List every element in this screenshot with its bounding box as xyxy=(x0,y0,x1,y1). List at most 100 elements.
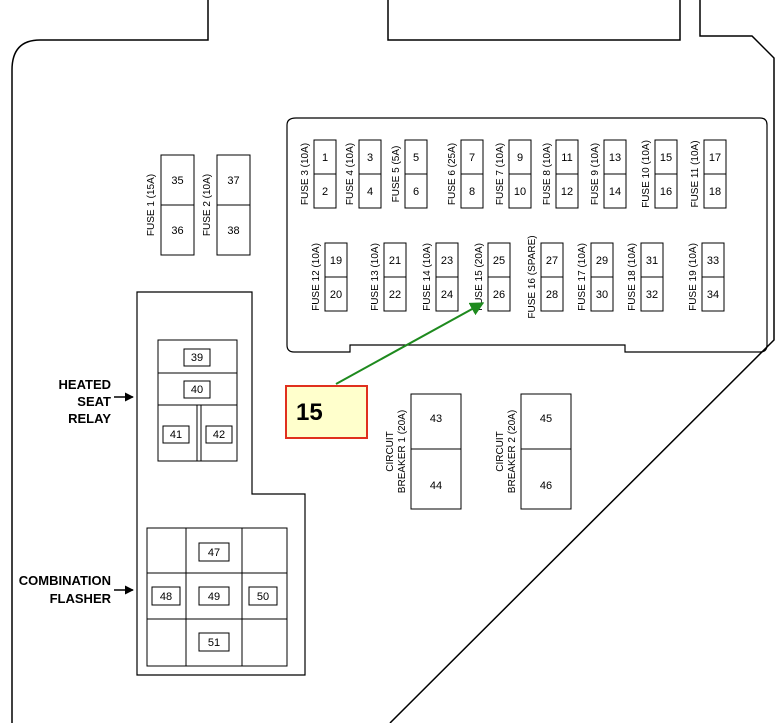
fuse-upper-6: 13 14 FUSE 9 (10A) xyxy=(590,139,627,209)
fuse-terminal: 13 xyxy=(609,152,621,164)
flasher-terminal-51: 51 xyxy=(208,637,220,649)
breaker-terminal: 43 xyxy=(430,413,442,425)
breaker-terminal: 44 xyxy=(430,480,442,492)
fuse-terminal: 4 xyxy=(367,186,373,198)
fuse-terminal: 16 xyxy=(660,186,672,198)
fuse-terminal: 1 xyxy=(322,152,328,164)
fuse-label: FUSE 16 (SPARE) xyxy=(527,235,538,318)
relay-terminal-39: 39 xyxy=(191,352,203,364)
flasher-terminal-49: 49 xyxy=(208,591,220,603)
callout-text: 15 xyxy=(296,399,323,426)
fuse-upper-4: 9 10 FUSE 7 (10A) xyxy=(495,139,532,209)
combination-flasher-label: COMBINATION FLASHER xyxy=(19,573,134,606)
combination-flasher: 47 48 49 50 51 xyxy=(146,527,288,667)
fuse-label: FUSE 9 (10A) xyxy=(590,143,601,205)
fuse-terminal: 3 xyxy=(367,152,373,164)
fuse-label: FUSE 17 (10A) xyxy=(577,243,588,311)
fuse-terminal: 34 xyxy=(707,289,719,301)
fuse-terminal: 17 xyxy=(709,152,721,164)
fuse-label: FUSE 12 (10A) xyxy=(311,243,322,311)
fuse-panel-outline xyxy=(286,117,768,353)
fuse-label: FUSE 14 (10A) xyxy=(422,243,433,311)
fuse-upper-8: 17 18 FUSE 11 (10A) xyxy=(690,139,727,209)
fuse-upper-3: 7 8 FUSE 6 (25A) xyxy=(447,139,484,209)
fuse-terminal: 38 xyxy=(227,225,239,237)
fuse-label: FUSE 10 (10A) xyxy=(641,140,652,208)
heated-seat-label-line2: SEAT xyxy=(77,394,111,409)
fuse-terminal: 31 xyxy=(646,255,658,267)
fuse-terminal: 32 xyxy=(646,289,658,301)
fuse-terminal: 21 xyxy=(389,255,401,267)
fuse-terminal: 29 xyxy=(596,255,608,267)
breaker-terminal: 45 xyxy=(540,413,552,425)
fuse-label: FUSE 1 (15A) xyxy=(146,174,157,236)
fuse-label: FUSE 8 (10A) xyxy=(542,143,553,205)
breaker-label-line2: BREAKER 1 (20A) xyxy=(397,410,408,493)
breaker-label-line1: CIRCUIT xyxy=(495,431,506,472)
fuse-upper-1: 3 4 FUSE 4 (10A) xyxy=(345,139,382,209)
fuse-terminal: 24 xyxy=(441,289,453,301)
breaker-label-line2: BREAKER 2 (20A) xyxy=(507,410,518,493)
relay-terminal-40: 40 xyxy=(191,384,203,396)
fuse-label: FUSE 3 (10A) xyxy=(300,143,311,205)
fuse-terminal: 2 xyxy=(322,186,328,198)
fuse-terminal: 19 xyxy=(330,255,342,267)
fuse-terminal: 18 xyxy=(709,186,721,198)
fuse-label: FUSE 7 (10A) xyxy=(495,143,506,205)
fuse-terminal: 10 xyxy=(514,186,526,198)
fuse-terminal: 25 xyxy=(493,255,505,267)
fuse-terminal: 9 xyxy=(517,152,523,164)
fuse-terminal: 7 xyxy=(469,152,475,164)
fuse-terminal: 22 xyxy=(389,289,401,301)
flasher-label-line1: COMBINATION xyxy=(19,573,111,588)
fuse-terminal: 14 xyxy=(609,186,621,198)
flasher-label-line2: FLASHER xyxy=(50,591,112,606)
fuse-lower-4: 27 28 FUSE 16 (SPARE) xyxy=(527,235,564,319)
fuse-terminal: 12 xyxy=(561,186,573,198)
fuse-terminal: 27 xyxy=(546,255,558,267)
heated-seat-relay-label: HEATED SEAT RELAY xyxy=(59,377,134,426)
flasher-terminal-47: 47 xyxy=(208,547,220,559)
fuse-label: FUSE 6 (25A) xyxy=(447,143,458,205)
fuse-label: FUSE 5 (5A) xyxy=(391,146,402,203)
fuse-terminal: 35 xyxy=(171,175,183,187)
fuse-label: FUSE 4 (10A) xyxy=(345,143,356,205)
fuse-terminal: 28 xyxy=(546,289,558,301)
fuse-terminal: 26 xyxy=(493,289,505,301)
breaker-label-line1: CIRCUIT xyxy=(385,431,396,472)
callout-box xyxy=(285,385,368,439)
fuse-terminal: 8 xyxy=(469,186,475,198)
callout-arrow xyxy=(335,302,485,385)
callout: 15 xyxy=(285,302,485,439)
relay-terminal-42: 42 xyxy=(213,429,225,441)
flasher-terminal-50: 50 xyxy=(257,591,269,603)
fuse-label: FUSE 2 (10A) xyxy=(202,174,213,236)
fuse-terminal: 30 xyxy=(596,289,608,301)
fuse-label: FUSE 11 (10A) xyxy=(690,140,701,207)
flasher-terminal-48: 48 xyxy=(160,591,172,603)
breaker-terminal: 46 xyxy=(540,480,552,492)
fuse-upper-0: 1 2 FUSE 3 (10A) xyxy=(300,139,337,209)
fuse-terminal: 33 xyxy=(707,255,719,267)
relay-housing xyxy=(136,291,306,676)
fuse-lower-5: 29 30 FUSE 17 (10A) xyxy=(577,242,614,312)
housing-outline xyxy=(11,0,775,723)
fuse-terminal: 6 xyxy=(413,186,419,198)
fuse-label: FUSE 19 (10A) xyxy=(688,243,699,311)
relay-terminal-41: 41 xyxy=(170,429,182,441)
